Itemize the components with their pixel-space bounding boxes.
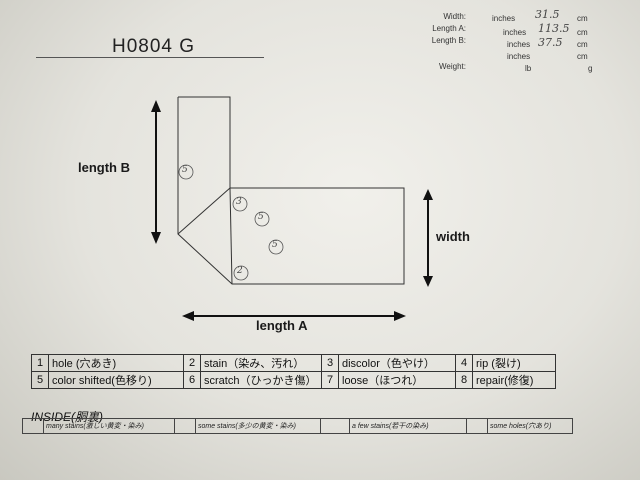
arrow-down: [423, 276, 433, 287]
blank-unit-cm: cm: [577, 52, 588, 61]
width-unit-cm: cm: [577, 14, 588, 23]
defect-mark: [254, 211, 270, 227]
sleeve-outline: [177, 96, 405, 285]
width-unit-inches: inches: [492, 14, 516, 23]
arrow-left: [182, 311, 194, 321]
item-code-title: H0804 G: [112, 36, 196, 57]
defect-mark-number: 5: [258, 212, 264, 222]
defect-mark: [178, 164, 194, 180]
weight-unit-g: g: [588, 64, 593, 73]
table-row: 5 color shifted(色移り) 6 scratch（ひっかき傷） 7 …: [31, 371, 556, 389]
defect-legend-table: 1 hole (穴あき) 2 stain（染み、汚れ） 3 discolor（色…: [31, 354, 556, 389]
defect-label: hole (穴あき): [48, 354, 184, 372]
defect-label: color shifted(色移り): [48, 371, 184, 389]
inside-option-label: a few stains(若干の染み): [349, 418, 467, 434]
length-b-value-handwritten: 37.5: [538, 36, 563, 49]
length-a-unit-inches: inches: [503, 28, 527, 37]
title-underline: [36, 57, 264, 58]
length-b-unit-inches: inches: [507, 40, 531, 49]
defect-mark-number: 2: [237, 266, 243, 276]
weight-label: Weight:: [439, 62, 466, 71]
inside-option-label: some holes(穴あり): [487, 418, 573, 434]
defect-number: 7: [321, 371, 339, 389]
length-a-label: length A: [256, 318, 308, 333]
sleeve-inner-edge: [177, 187, 231, 235]
defect-mark: [232, 196, 248, 212]
defect-mark-number: 5: [182, 165, 188, 175]
length-a-label: Length A:: [432, 24, 466, 33]
arrow-up: [151, 100, 161, 112]
length-b-label: length B: [78, 160, 130, 175]
defect-number: 5: [31, 371, 49, 389]
arrow-up: [423, 189, 433, 200]
length-a-unit-cm: cm: [577, 28, 588, 37]
arrow-down: [151, 232, 161, 244]
defect-mark-number: 5: [272, 240, 278, 250]
defect-mark: [268, 239, 284, 255]
defect-label: repair(修復): [472, 371, 556, 389]
inside-option-label: many stains(激しい黄変・染み): [43, 418, 175, 434]
defect-label: discolor（色やけ）: [338, 354, 456, 372]
arrow-right: [394, 311, 406, 321]
weight-unit-lb: lb: [525, 64, 532, 73]
length-a-value-handwritten: 113.5: [538, 22, 570, 35]
inside-checkbox-cell[interactable]: [174, 418, 196, 434]
inside-checkbox-cell[interactable]: [320, 418, 350, 434]
width-label: Width:: [443, 12, 466, 21]
width-value-handwritten: 31.5: [535, 8, 560, 21]
defect-number: 3: [321, 354, 339, 372]
defect-mark-number: 3: [236, 197, 242, 207]
width-dimension-label: width: [436, 229, 470, 244]
table-row: 1 hole (穴あき) 2 stain（染み、汚れ） 3 discolor（色…: [31, 354, 556, 372]
sleeve-fold-line: [229, 187, 233, 285]
defect-number: 1: [31, 354, 49, 372]
inside-condition-table: many stains(激しい黄変・染み) some stains(多少の黄変・…: [22, 418, 573, 434]
length-b-unit-cm: cm: [577, 40, 588, 49]
defect-label: rip (裂け): [472, 354, 556, 372]
defect-mark: [233, 265, 249, 281]
defect-number: 8: [455, 371, 473, 389]
defect-number: 6: [183, 371, 201, 389]
inside-checkbox-cell[interactable]: [466, 418, 488, 434]
defect-label: loose（ほつれ）: [338, 371, 456, 389]
defect-number: 2: [183, 354, 201, 372]
length-b-label: Length B:: [431, 36, 466, 45]
table-row: many stains(激しい黄変・染み) some stains(多少の黄変・…: [22, 418, 573, 434]
defect-number: 4: [455, 354, 473, 372]
blank-unit-inches: inches: [507, 52, 531, 61]
defect-label: stain（染み、汚れ）: [200, 354, 322, 372]
inside-option-label: some stains(多少の黄変・染み): [195, 418, 321, 434]
inside-checkbox-cell[interactable]: [22, 418, 44, 434]
defect-label: scratch（ひっかき傷）: [200, 371, 322, 389]
